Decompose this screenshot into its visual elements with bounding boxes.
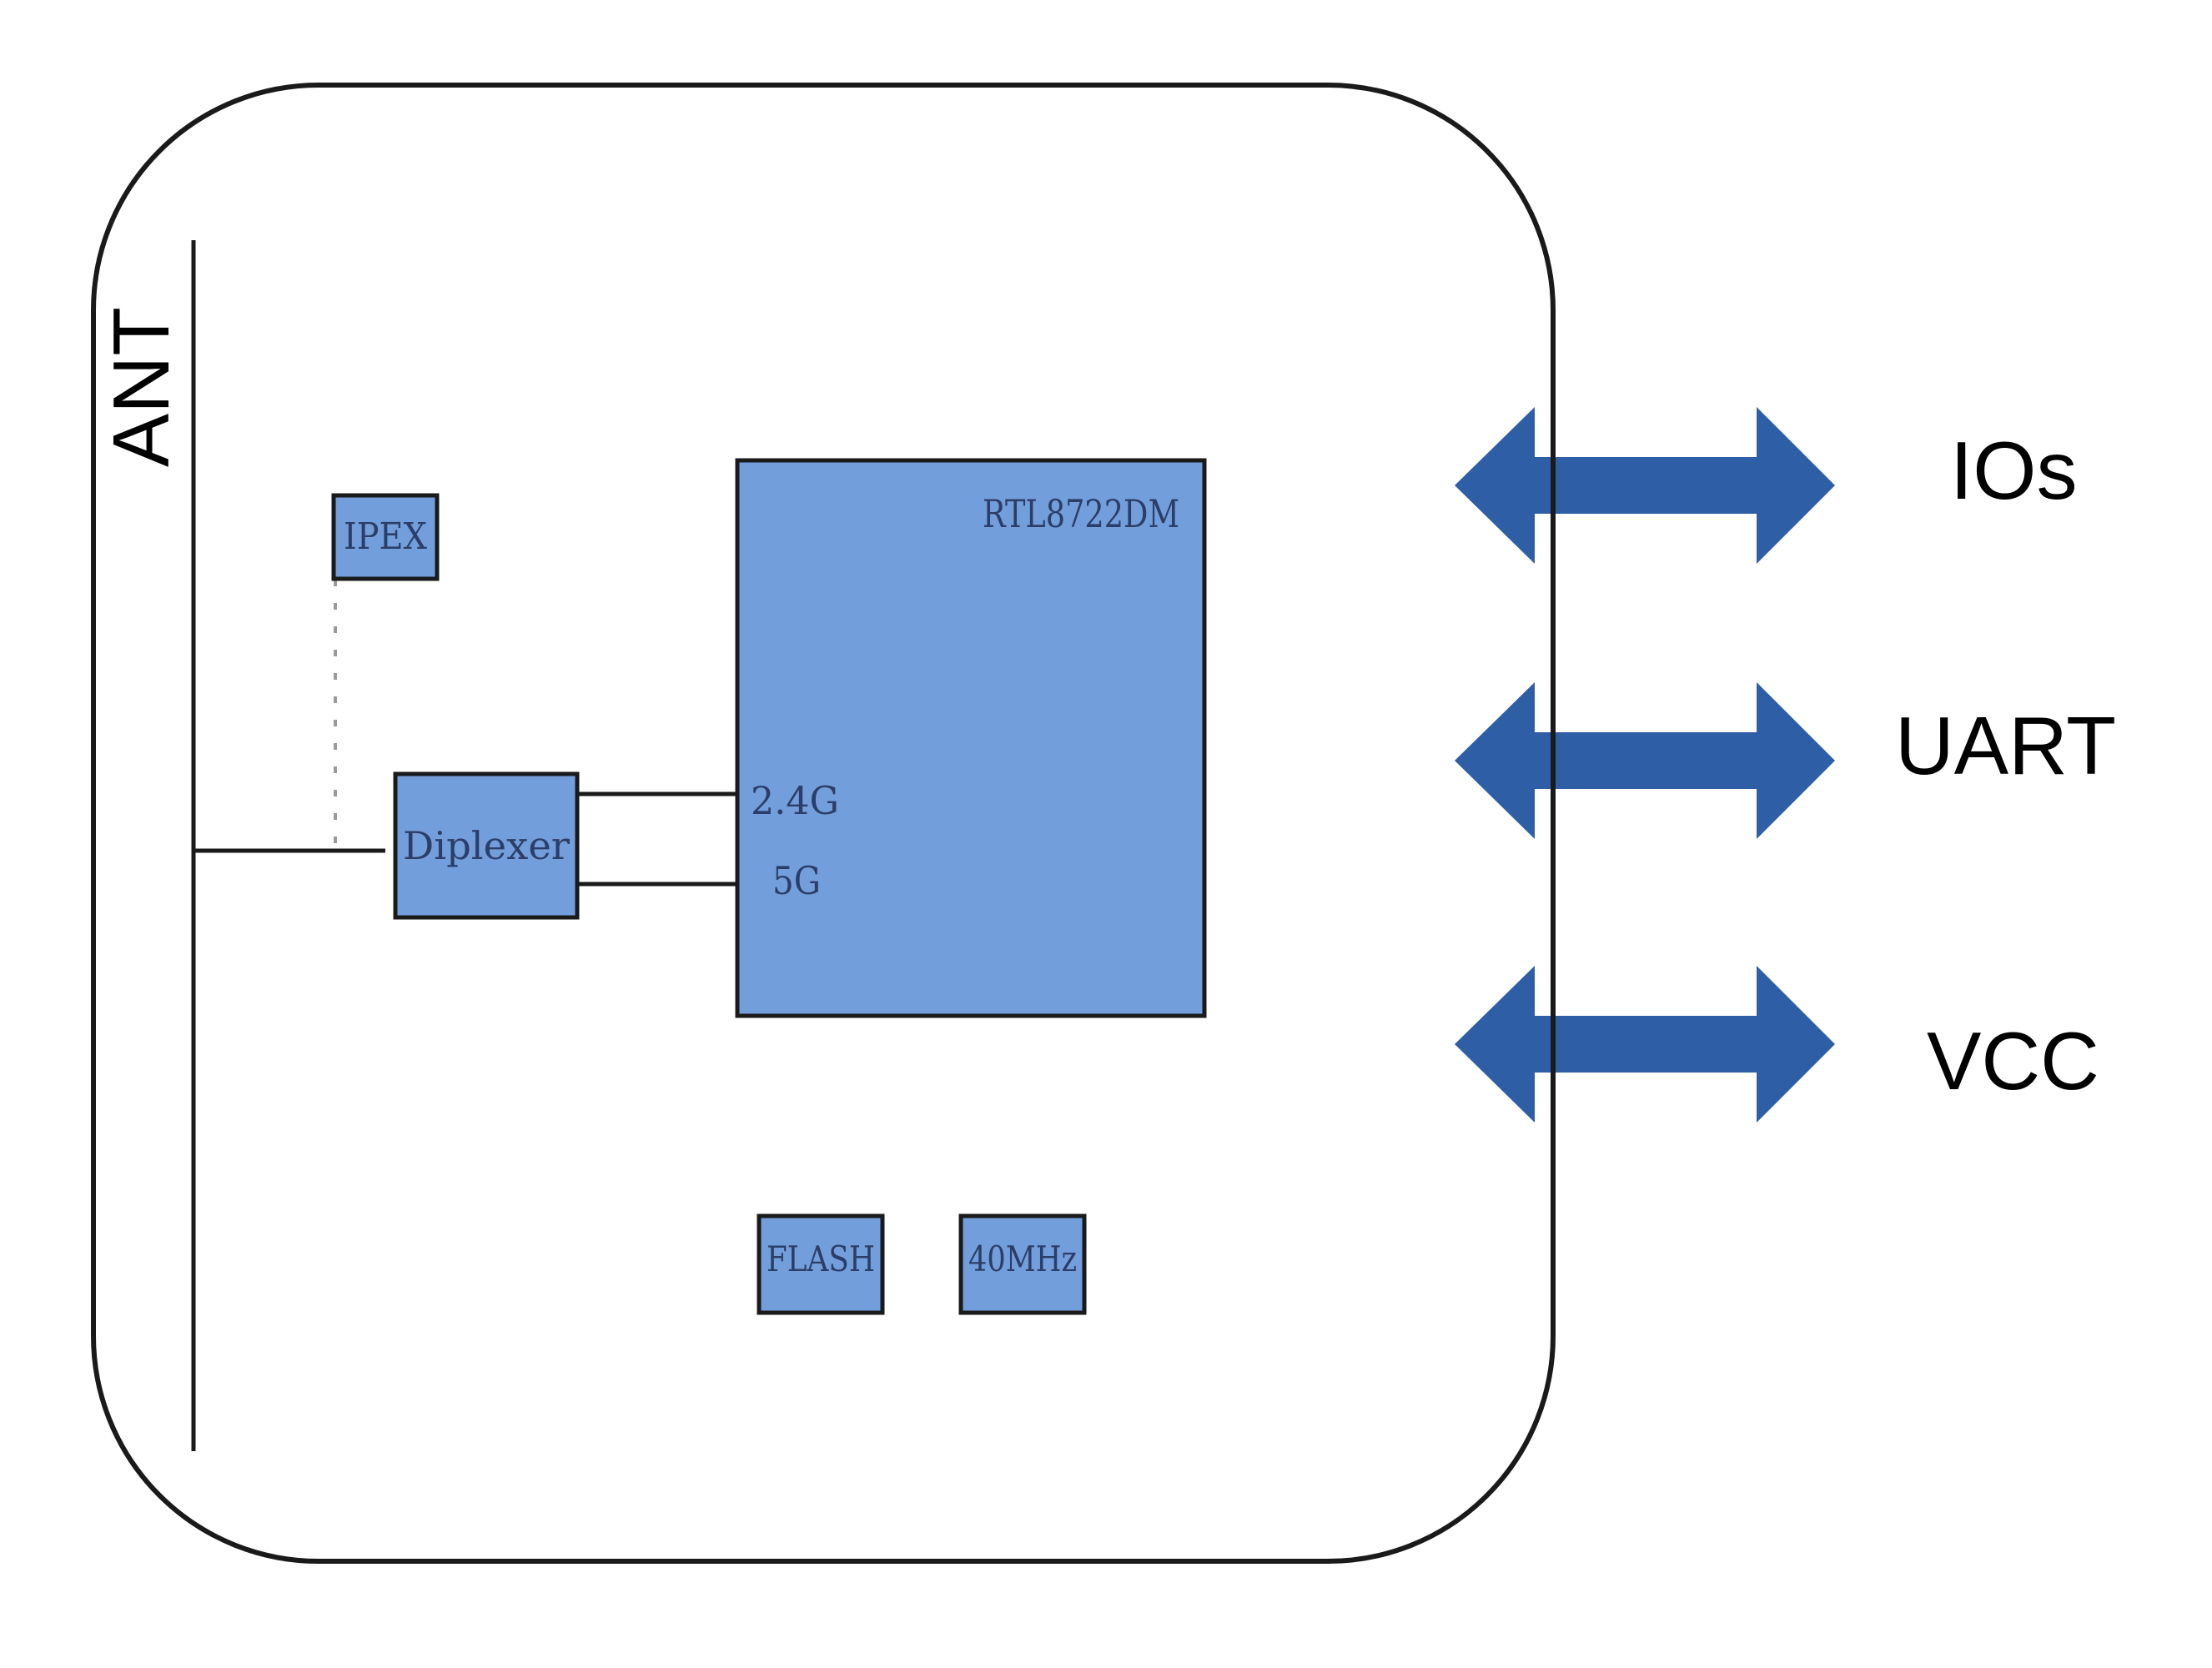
ipex-box (331, 493, 440, 581)
port-24g-label: 2.4G (751, 778, 839, 823)
crystal-block: 40MHz (958, 1213, 1087, 1315)
diplexer-label: Diplexer (403, 823, 570, 868)
antenna-label: ANT (97, 307, 186, 467)
chip-block: RTL8722DM 2.4G 5G (735, 458, 1207, 1018)
flash-block: FLASH (757, 1213, 885, 1315)
interface-vcc: VCC (1455, 966, 2099, 1123)
flash-box (757, 1213, 885, 1315)
chip-box (735, 458, 1207, 1018)
crystal-box (958, 1213, 1087, 1315)
interface-group: IOs UART VCC (1455, 407, 2116, 1123)
ipex-label: IPEX (344, 515, 428, 558)
interface-uart: UART (1455, 682, 2116, 839)
diplexer-block: Diplexer (393, 771, 580, 920)
interface-label: VCC (1927, 1015, 2099, 1107)
ipex-block: IPEX (331, 493, 440, 581)
double-arrow-icon (1455, 407, 1835, 564)
crystal-label: 40MHz (968, 1238, 1077, 1279)
port-5g-label: 5G (772, 858, 821, 903)
flash-label: FLASH (767, 1238, 875, 1279)
diplexer-box (393, 771, 580, 920)
double-arrow-icon (1455, 966, 1835, 1123)
interface-label: IOs (1950, 425, 2077, 516)
interface-ios: IOs (1455, 407, 2077, 564)
chip-label: RTL8722DM (983, 491, 1179, 536)
interface-label: UART (1895, 700, 2116, 791)
double-arrow-icon (1455, 682, 1835, 839)
